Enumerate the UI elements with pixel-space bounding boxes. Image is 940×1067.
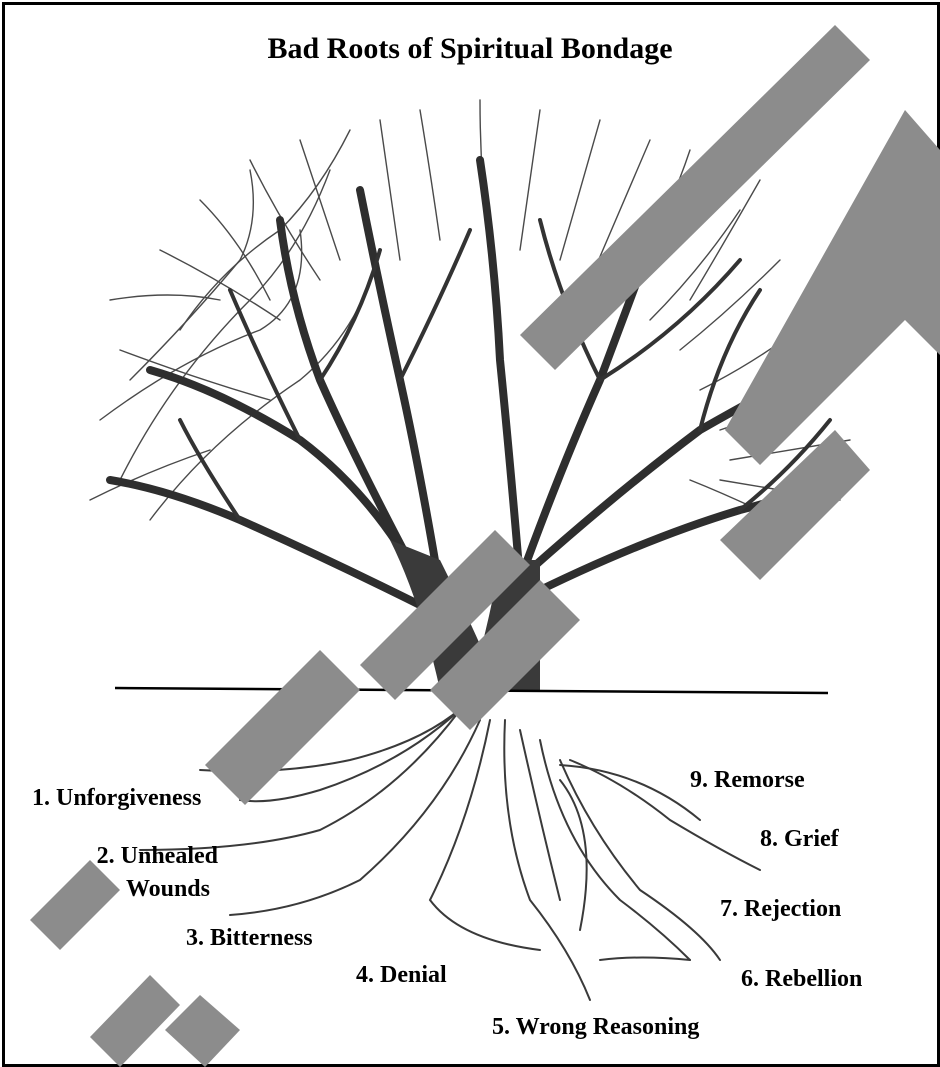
root-label-denial: 4. Denial <box>356 962 447 989</box>
root-system <box>140 700 760 1000</box>
root-label-rebellion: 6. Rebellion <box>741 966 862 993</box>
root-label-remorse: 9. Remorse <box>690 767 805 794</box>
root-label-rejection: 7. Rejection <box>720 896 841 923</box>
page-title: Bad Roots of Spiritual Bondage <box>0 32 940 66</box>
root-label-grief: 8. Grief <box>760 826 839 853</box>
tree-trunk <box>390 540 540 690</box>
root-label-bitterness: 3. Bitterness <box>186 925 313 952</box>
root-label-unhealed: 2. Unhealed <box>58 843 218 870</box>
root-label-wrong-reasoning: 5. Wrong Reasoning <box>492 1014 699 1041</box>
root-label-unforgiveness: 1. Unforgiveness <box>32 785 201 812</box>
root-label-wounds: Wounds <box>58 876 210 903</box>
